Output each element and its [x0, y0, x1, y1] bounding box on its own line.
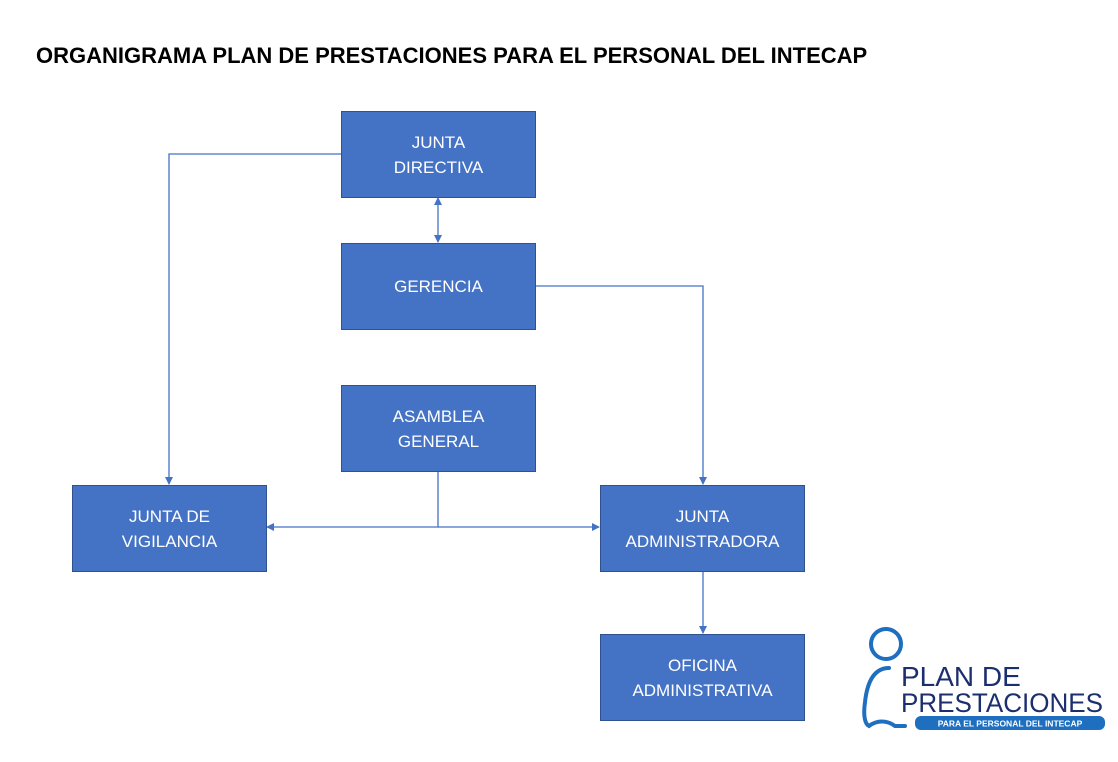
box-junta-directiva: JUNTA DIRECTIVA	[341, 111, 536, 198]
connector-directiva-vigilancia	[165, 153, 341, 485]
box-label: JUNTA	[411, 132, 466, 152]
box-label: JUNTA DE	[129, 506, 210, 526]
logo-tagline-bar	[915, 716, 1105, 730]
connector-asamblea-vigilancia	[266, 471, 439, 531]
box-asamblea-general: ASAMBLEA GENERAL	[341, 385, 536, 472]
box-label: ASAMBLEA	[392, 406, 485, 426]
box-label: JUNTA	[675, 506, 730, 526]
box-label: GENERAL	[397, 431, 480, 451]
box-label: ADMINISTRADORA	[625, 531, 780, 551]
connector-gerencia-administradora	[535, 285, 707, 485]
box-junta-administradora: JUNTA ADMINISTRADORA	[600, 485, 805, 572]
box-label: ADMINISTRATIVA	[632, 680, 773, 700]
logo-line1: PLAN DE	[901, 661, 1021, 692]
box-label: DIRECTIVA	[393, 157, 484, 177]
logo-tagline: PARA EL PERSONAL DEL INTECAP	[938, 719, 1083, 729]
logo-head-icon	[869, 627, 903, 661]
box-gerencia: GERENCIA	[341, 243, 536, 330]
box-label: VIGILANCIA	[121, 531, 218, 551]
page-title: ORGANIGRAMA PLAN DE PRESTACIONES PARA EL…	[36, 43, 868, 68]
box-junta-vigilancia: JUNTA DE VIGILANCIA	[72, 485, 267, 572]
plan-de-prestaciones-logo: PLAN DE PRESTACIONES PARA EL PERSONAL DE…	[862, 627, 1105, 730]
box-label: OFICINA	[668, 655, 737, 675]
logo-line2: PRESTACIONES	[901, 688, 1103, 718]
box-label: GERENCIA	[394, 277, 483, 296]
box-oficina-administrativa: OFICINA ADMINISTRATIVA	[600, 634, 805, 721]
logo-body-icon	[862, 666, 907, 729]
